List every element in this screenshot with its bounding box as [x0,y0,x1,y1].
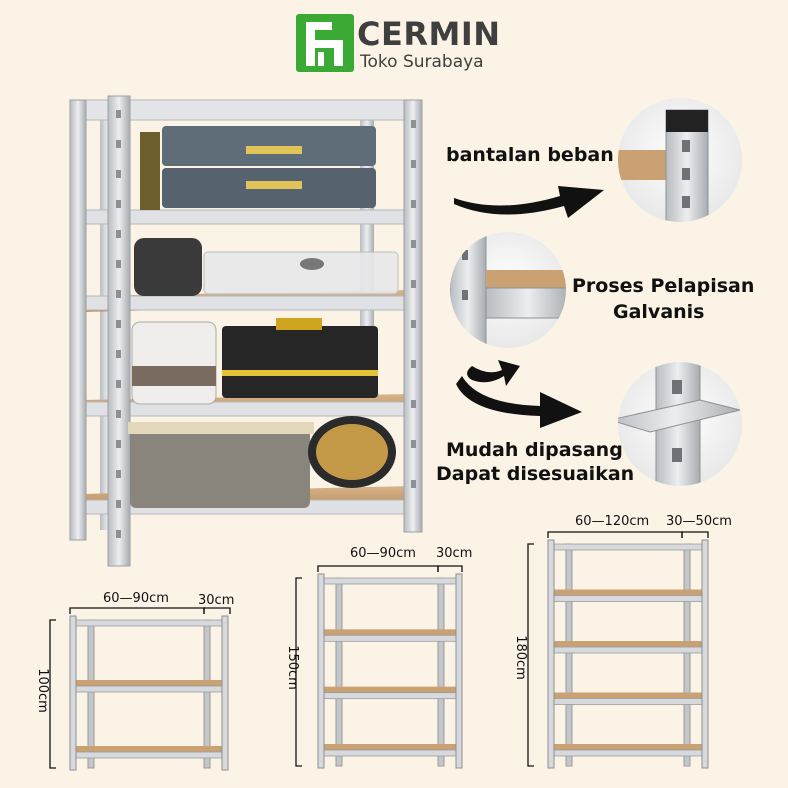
shelf1-height-bracket [49,619,56,769]
shelf1-shelf-board [72,746,226,753]
shelf2-back-upright [335,577,343,767]
shelf2-shelf-beam [317,577,463,585]
feature-assembly-line1: Mudah dipasang [446,439,623,461]
main-shelf-unit [69,95,423,567]
shelf2-front-upright [455,573,463,769]
shelf2-width-label: 60—90cm [350,546,416,561]
shelf3-shelf-board [550,744,706,751]
shelf1-depth-label: 30cm [198,593,235,608]
toolbox-item [140,126,376,210]
shelf3-shelf-board [550,641,706,648]
shelf3-shelf-beam [547,595,709,602]
shelf3-width-label: 60—120cm [575,514,650,529]
brand-name: CERMIN [357,15,501,53]
shelf3-shelf-beam [547,749,709,757]
shelf2-shelf-board [320,629,460,637]
shelf3-front-upright [701,539,709,769]
feature-galvanis-line2: Galvanis [613,301,705,323]
shelf2-shelf-beam [317,749,463,757]
shelf2-shelf-beam [317,692,463,700]
shelf3-shelf-beam [547,646,709,654]
shelf3-height-label: 180cm [512,635,528,680]
shelf2-width-bracket [317,565,439,572]
shelf1-front-upright [69,615,77,771]
shelf1-shelf-beam [69,619,229,627]
shelf2-front-upright [317,573,325,769]
shelf3-front-upright [547,539,555,769]
shelf1-width-label: 60—90cm [103,591,169,606]
shelf1-shelf-beam [69,751,229,759]
shelf3-shelf-board [550,589,706,597]
shelf2-back-upright [437,577,445,767]
detail-assembly [618,362,742,486]
shelf2-height-label: 150cm [284,645,300,690]
brand-tagline: Toko Surabaya [360,52,484,72]
shelf2-shelf-board [320,744,460,751]
shelf3-depth-label: 30—50cm [666,514,732,529]
shelf3-back-upright [683,543,691,767]
detail-load-pad [618,98,742,222]
shelf2-depth-label: 30cm [436,546,473,561]
feature-load-pad: bantalan beban [446,144,614,166]
crate-item [128,416,396,508]
shelf1-height-label: 100cm [34,668,50,713]
shelf1-back-upright [87,619,95,769]
shelf3-width-bracket [547,531,683,538]
shelf2-depth-bracket [437,565,463,572]
shelf1-depth-bracket [203,607,231,614]
shelf3-shelf-beam [547,543,709,551]
shelf2-shelf-beam [317,634,463,642]
arrow-icon [454,186,604,218]
shelf3-depth-bracket [681,531,709,538]
storage-items [134,238,399,296]
shelf2-shelf-board [320,686,460,694]
shelf1-width-bracket [69,607,205,614]
shelf3-height-bracket [527,543,534,767]
shelf2-height-bracket [295,577,302,767]
shelf1-front-upright [221,615,229,771]
shelf3-shelf-beam [547,698,709,705]
shelf1-back-upright [203,619,211,769]
arrow-icon [456,360,582,428]
shelf3-back-upright [565,543,573,767]
shelf1-shelf-beam [69,685,229,693]
feature-galvanis-line1: Proses Pelapisan [572,275,755,297]
feature-assembly-line2: Dapat disesuaikan [436,463,635,485]
paint-can-item [131,318,378,405]
shelf3-shelf-board [550,692,706,700]
shelf1-shelf-board [72,680,226,687]
